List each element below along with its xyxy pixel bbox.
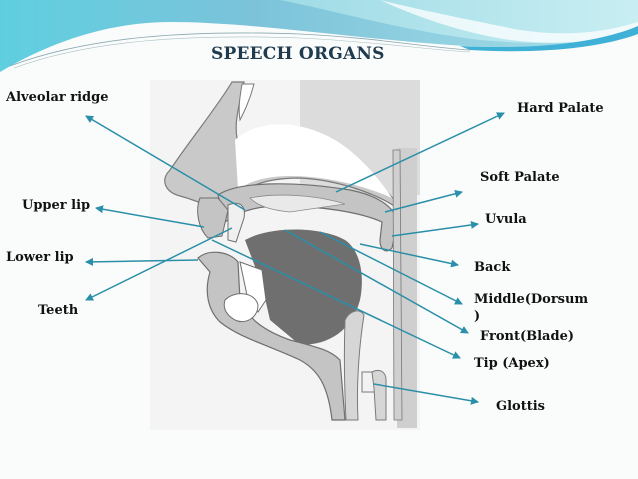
label-upper-lip: Upper lip	[22, 198, 91, 213]
label-soft-palate: Soft Palate	[480, 170, 560, 185]
label-hard-palate: Hard Palate	[517, 101, 604, 116]
label-back: Back	[474, 260, 511, 275]
label-teeth: Teeth	[38, 303, 79, 318]
arrow-upper-lip	[95, 205, 205, 228]
arrow-middle	[319, 231, 463, 305]
label-front-blade: Front(Blade)	[480, 329, 574, 344]
label-middle-dorsum-cont: )	[474, 309, 481, 324]
arrow-lower-lip	[85, 257, 199, 266]
label-tip-apex: Tip (Apex)	[474, 356, 550, 371]
arrow-teeth	[85, 227, 233, 301]
label-middle-dorsum: Middle(Dorsum	[474, 292, 589, 307]
label-uvula: Uvula	[485, 212, 527, 227]
label-alveolar-ridge: Alveolar ridge	[6, 90, 109, 105]
arrow-alveolar-ridge	[85, 115, 246, 211]
arrow-soft-palate	[384, 189, 463, 213]
arrow-hard-palate	[335, 112, 505, 193]
upper-lip-shape	[197, 197, 229, 239]
arrow-tip	[211, 239, 461, 359]
label-lower-lip: Lower lip	[6, 250, 74, 265]
arrow-uvula	[391, 221, 479, 237]
arrow-front	[284, 229, 469, 334]
slide-title: SPEECH ORGANS	[211, 44, 385, 64]
arrow-back	[359, 243, 459, 268]
arrow-glottis	[373, 383, 479, 405]
label-glottis: Glottis	[496, 399, 545, 414]
header-wave-banner	[0, 0, 638, 72]
tongue	[245, 229, 362, 345]
